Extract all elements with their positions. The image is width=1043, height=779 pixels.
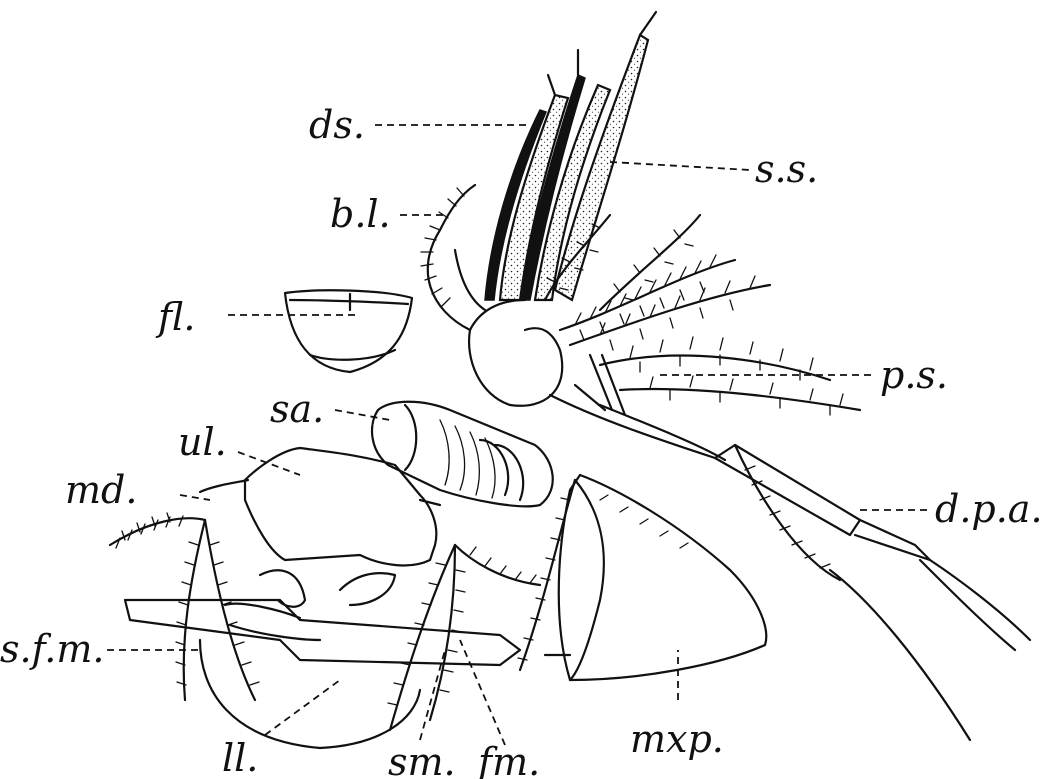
label-sfm: s.f.m. <box>0 627 104 671</box>
label-fl: fl. <box>155 295 195 339</box>
label-ps: p.s. <box>880 353 948 397</box>
fl-structure <box>285 290 412 372</box>
plumose-setae <box>545 215 860 415</box>
label-dpa: d.p.a. <box>935 487 1043 531</box>
label-bl: b.l. <box>330 192 391 236</box>
label-ll: ll. <box>222 736 258 779</box>
label-mxp: mxp. <box>630 717 724 761</box>
label-ul: ul. <box>178 420 227 464</box>
label-sa: sa. <box>270 387 324 431</box>
mxp-flap <box>518 475 766 680</box>
label-md: md. <box>65 468 137 512</box>
sm-fm-appendages <box>388 545 540 730</box>
label-fm: fm. <box>475 740 540 779</box>
label-ss: s.s. <box>755 147 818 191</box>
label-sm: sm. <box>388 740 456 779</box>
mxp-appendage <box>550 355 1030 740</box>
spine-appendage <box>421 12 656 406</box>
sfm-appendages <box>110 513 259 700</box>
sa-structure <box>372 402 553 507</box>
label-ds: ds. <box>309 103 365 147</box>
